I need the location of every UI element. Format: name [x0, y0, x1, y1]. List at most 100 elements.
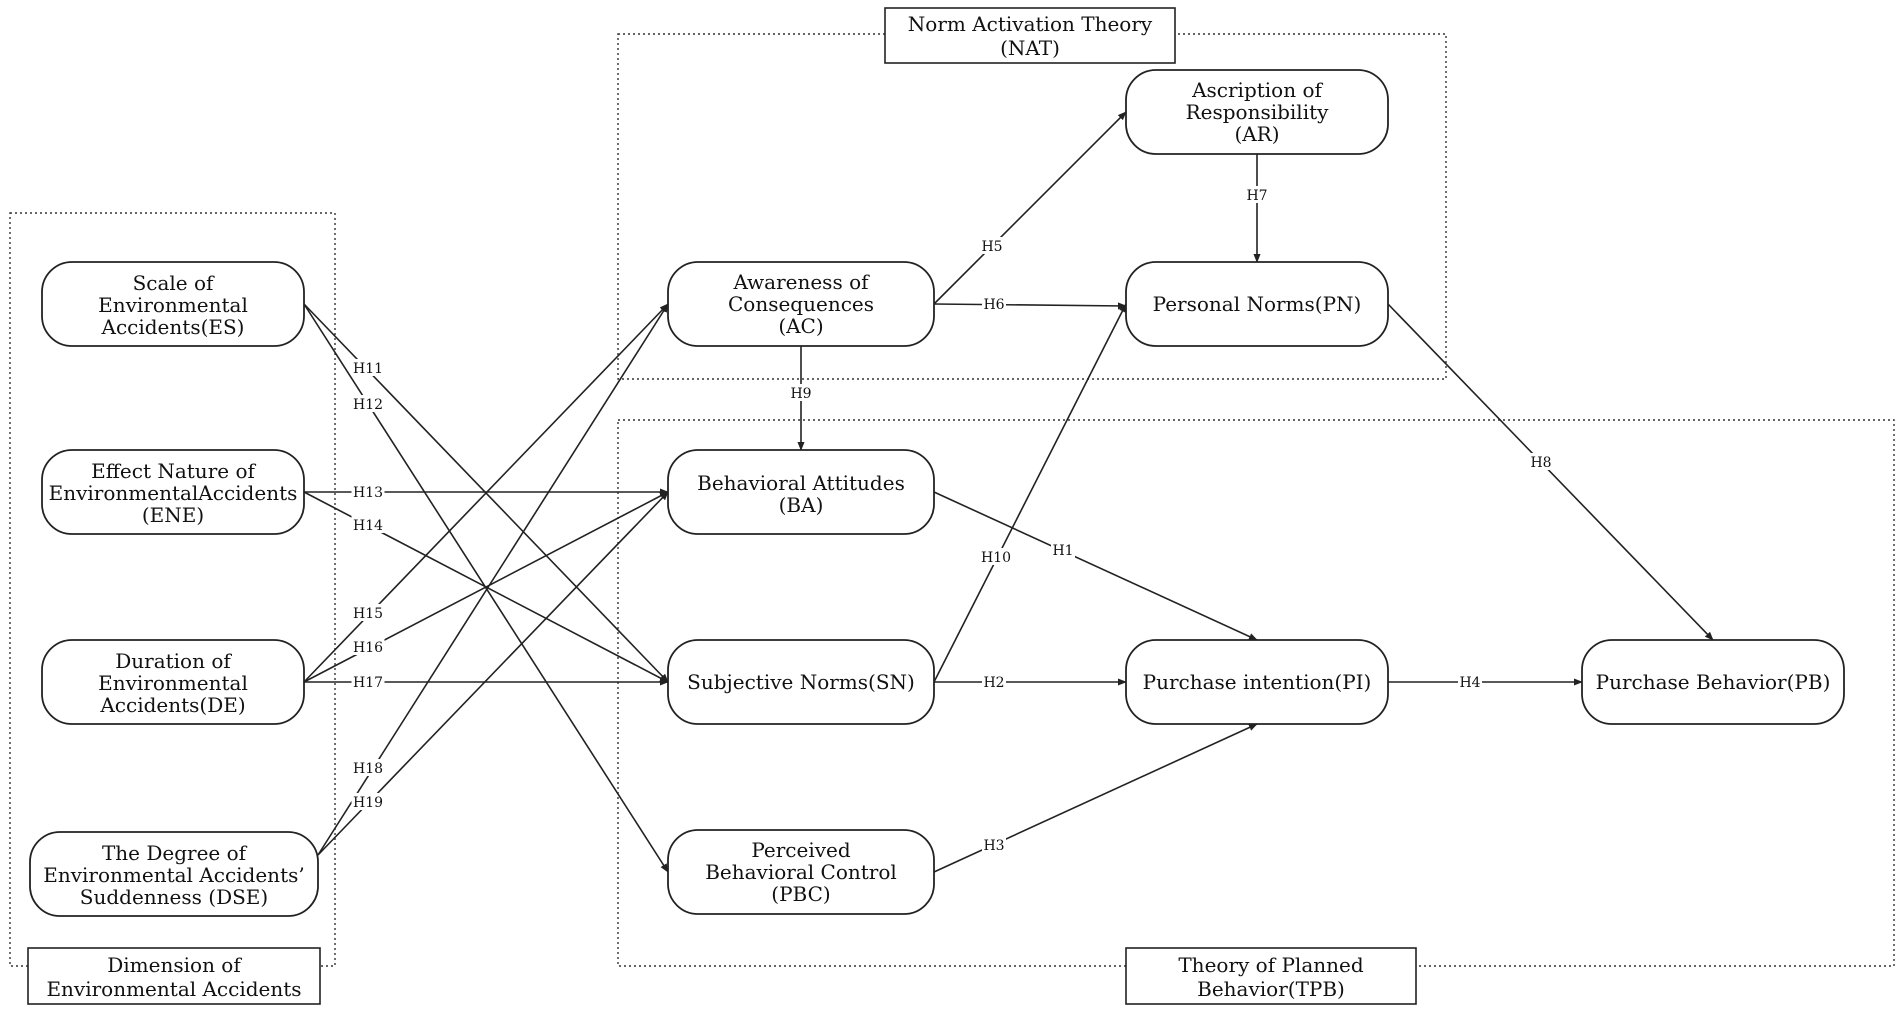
edge-label-h15: H15 [353, 606, 383, 622]
node-effect-nature-environmental-accidents: Effect Nature of EnvironmentalAccidents … [41, 449, 305, 535]
node-es-line-2: Environmental [98, 293, 248, 317]
node-ac-line-2: Consequences [728, 292, 874, 316]
edge-h2: H2 [934, 673, 1127, 691]
nat-title: Norm Activation Theory (NAT) [884, 7, 1176, 64]
edge-label-bg-h11 [351, 359, 385, 376]
edge-label-h4: H4 [1459, 675, 1480, 691]
node-ene-line-3: (ENE) [142, 503, 204, 527]
edge-label-h13: H13 [353, 485, 383, 501]
edge-h3: H3 [933, 723, 1258, 873]
edge-label-h3: H3 [983, 838, 1004, 854]
node-dse-line-2: Environmental Accidents’ [43, 863, 304, 887]
edge-h8: H8 [1387, 303, 1714, 641]
edge-h7: H7 [1245, 154, 1269, 263]
edge-h17: H17 [304, 673, 669, 691]
edge-line-h1 [933, 491, 1258, 641]
node-sn-line-1: Subjective Norms(SN) [687, 670, 915, 694]
edge-label-bg-h14 [351, 516, 385, 533]
node-pb-line-1: Purchase Behavior(PB) [1596, 670, 1831, 694]
edge-label-bg-h16 [351, 638, 385, 655]
edge-label-bg-h12 [351, 395, 385, 412]
node-ar-line-2: Responsibility [1186, 100, 1330, 124]
edge-label-h7: H7 [1246, 188, 1267, 204]
edge-line-h8 [1387, 303, 1714, 641]
edge-label-bg-h1 [1051, 541, 1075, 558]
node-pbc-line-3: (PBC) [771, 882, 830, 906]
node-pbc-line-2: Behavioral Control [705, 860, 897, 884]
dea-title-line-1: Dimension of [107, 953, 242, 977]
edge-h19: H19 [317, 491, 669, 856]
node-ac-line-3: (AC) [778, 314, 823, 338]
edge-label-h16: H16 [353, 640, 383, 656]
edge-line-h10 [933, 303, 1127, 683]
dea-title-line-2: Environmental Accidents [46, 977, 301, 1001]
node-perceived-behavioral-control: Perceived Behavioral Control (PBC) [667, 829, 935, 915]
node-es-line-1: Scale of [133, 271, 215, 295]
node-de-line-2: Environmental [98, 671, 248, 695]
node-purchase-intention: Purchase intention(PI) [1125, 639, 1389, 725]
edge-label-h6: H6 [983, 297, 1004, 313]
group-nat [617, 33, 1447, 380]
edge-label-bg-h17 [351, 673, 385, 690]
edge-label-bg-h7 [1245, 186, 1269, 203]
node-ba-line-1: Behavioral Attitudes [697, 471, 905, 495]
edge-label-h12: H12 [353, 397, 383, 413]
nat-title-line-1: Norm Activation Theory [908, 12, 1153, 36]
edge-label-bg-h5 [980, 237, 1004, 254]
edge-label-h8: H8 [1530, 455, 1551, 471]
edge-h16: H16 [303, 491, 669, 683]
edge-label-h18: H18 [353, 761, 383, 777]
edge-h12: H12 [303, 303, 669, 873]
edge-label-h2: H2 [983, 675, 1004, 691]
node-ac-line-1: Awareness of [732, 270, 870, 294]
tpb-title: Theory of Planned Behavior(TPB) [1125, 947, 1417, 1005]
edge-label-bg-h9 [789, 384, 813, 401]
edge-line-h6 [933, 302, 1127, 310]
node-ar-line-1: Ascription of [1191, 78, 1323, 102]
node-dse-line-1: The Degree of [102, 841, 248, 865]
node-duration-environmental-accidents: Duration of Environmental Accidents(DE) [41, 639, 305, 725]
node-scale-environmental-accidents: Scale of Environmental Accidents(ES) [41, 261, 305, 347]
node-behavioral-attitudes: Behavioral Attitudes (BA) [667, 449, 935, 535]
edge-label-bg-h6 [982, 295, 1006, 312]
node-ene-line-2: EnvironmentalAccidents [49, 481, 298, 505]
edge-label-bg-h10 [979, 548, 1013, 565]
node-purchase-behavior: Purchase Behavior(PB) [1581, 639, 1845, 725]
edge-label-bg-h18 [351, 759, 385, 776]
edge-label-h14: H14 [353, 518, 383, 534]
dea-title: Dimension of Environmental Accidents [27, 947, 321, 1005]
node-ba-line-2: (BA) [779, 493, 824, 517]
edge-label-bg-h4 [1458, 673, 1482, 690]
node-ascription-of-responsibility: Ascription of Responsibility (AR) [1125, 69, 1389, 155]
edge-label-bg-h2 [982, 673, 1006, 690]
edge-h9: H9 [789, 346, 813, 451]
node-de-line-3: Accidents(DE) [99, 693, 245, 717]
edge-label-h1: H1 [1052, 543, 1073, 559]
edge-h15: H15 [303, 303, 669, 683]
edge-h5: H5 [933, 111, 1127, 305]
edge-label-bg-h3 [982, 836, 1006, 853]
edge-label-bg-h13 [351, 483, 385, 500]
node-ar-line-3: (AR) [1234, 122, 1279, 146]
edge-label-h19: H19 [353, 795, 383, 811]
edge-line-h5 [933, 111, 1127, 305]
edge-h10: H10 [933, 303, 1127, 683]
edge-label-h11: H11 [353, 361, 383, 377]
node-pn-line-1: Personal Norms(PN) [1153, 292, 1362, 316]
node-awareness-of-consequences: Awareness of Consequences (AC) [667, 261, 935, 347]
node-pbc-line-1: Perceived [751, 838, 851, 862]
edge-label-bg-h15 [351, 604, 385, 621]
node-subjective-norms: Subjective Norms(SN) [667, 639, 935, 725]
edge-h18: H18 [317, 303, 669, 856]
node-de-line-1: Duration of [115, 649, 232, 673]
edge-label-h10: H10 [981, 550, 1011, 566]
tpb-title-line-2: Behavior(TPB) [1197, 977, 1345, 1001]
node-es-line-3: Accidents(ES) [101, 315, 245, 339]
edge-label-h5: H5 [981, 239, 1002, 255]
edge-label-bg-h19 [351, 793, 385, 810]
node-dse-line-3: Suddenness (DSE) [80, 885, 268, 909]
node-personal-norms: Personal Norms(PN) [1125, 261, 1389, 347]
